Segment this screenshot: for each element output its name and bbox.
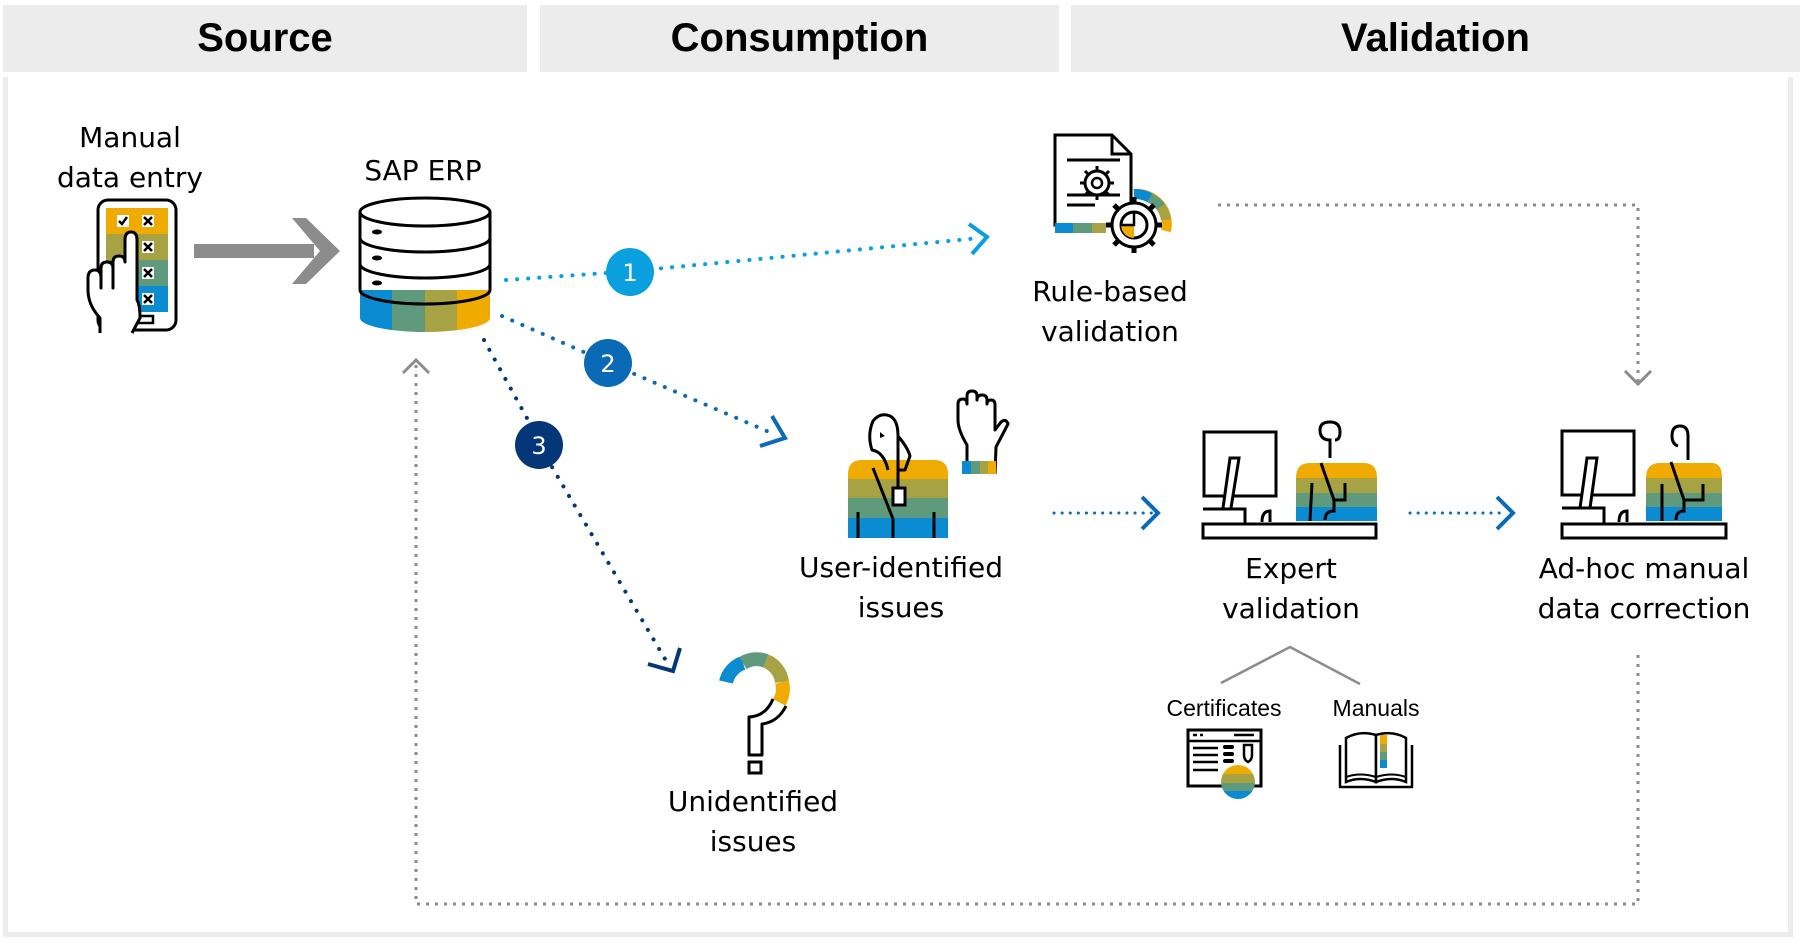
unidentified-label-2: issues: [710, 825, 797, 858]
header-source-label: Source: [197, 16, 333, 60]
adhoc-label-2: data correction: [1538, 592, 1751, 625]
header-source: Source: [3, 5, 527, 72]
chevron-right-icon: [1495, 495, 1516, 531]
chevron-right-icon: [1140, 495, 1161, 531]
person-at-computer-icon: [1560, 424, 1728, 540]
arrow-user-to-expert: [1052, 495, 1161, 531]
node-user-identified: User-identified issues: [799, 389, 1010, 624]
person-at-computer-icon: [1201, 420, 1378, 540]
chevron-down-right-icon: [647, 647, 682, 674]
path-2-badge: [584, 339, 632, 387]
person-raised-hand-icon: [848, 389, 1010, 538]
path-1-number: 1: [622, 259, 637, 287]
node-rule-based: Rule-based validation: [1032, 133, 1188, 348]
arrow-expert-to-adhoc: [1408, 495, 1516, 531]
node-unidentified: Unidentified issues: [668, 652, 838, 858]
header-validation: Validation: [1071, 5, 1800, 72]
rule-based-label-1: Rule-based: [1032, 275, 1188, 308]
node-manuals: Manuals: [1333, 695, 1420, 789]
rule-based-label-2: validation: [1041, 315, 1179, 348]
node-manual-entry: Manual data entry: [57, 121, 203, 334]
database-icon: [358, 196, 492, 332]
node-adhoc: Ad-hoc manual data correction: [1538, 424, 1751, 625]
manuals-label: Manuals: [1333, 695, 1420, 721]
node-certificates: Certificates: [1166, 695, 1282, 799]
chevron-right-icon: [967, 222, 990, 256]
open-book-icon: [1338, 731, 1414, 789]
chevron-down-icon: [1623, 369, 1653, 387]
path-1-badge: [606, 248, 654, 296]
header-consumption-label: Consumption: [670, 16, 929, 60]
node-expert: Expert validation: [1201, 420, 1378, 625]
user-identified-label-2: issues: [858, 591, 945, 624]
path-3-to-unidentified: 3: [482, 338, 682, 674]
chevron-right-icon: [759, 414, 788, 448]
expert-label-2: validation: [1222, 592, 1360, 625]
path-3-badge: [515, 421, 563, 469]
chevron-up-icon: [401, 357, 431, 375]
expert-resources-branch: [1220, 645, 1361, 686]
adhoc-label-1: Ad-hoc manual: [1539, 552, 1750, 585]
user-identified-label-1: User-identified: [799, 551, 1003, 584]
manual-entry-label-1: Manual: [79, 121, 181, 154]
header-consumption: Consumption: [540, 5, 1059, 72]
arrow-manual-to-erp: [194, 218, 340, 284]
certificates-label: Certificates: [1166, 695, 1281, 721]
document-gear-icon: [1053, 133, 1172, 253]
path-1-to-rule-based: 1: [504, 222, 990, 296]
path-2-to-user-identified: 2: [500, 314, 788, 448]
feedback-loop-rule-to-adhoc: [1218, 203, 1653, 387]
header-validation-label: Validation: [1341, 16, 1530, 60]
sap-erp-label: SAP ERP: [364, 154, 481, 187]
question-mark-icon: [719, 652, 790, 775]
expert-label-1: Expert: [1245, 552, 1337, 585]
manual-entry-label-2: data entry: [57, 161, 203, 194]
certificate-window-icon: [1186, 728, 1263, 799]
touch-checklist-icon: [86, 198, 178, 334]
unidentified-label-1: Unidentified: [668, 785, 838, 818]
node-sap-erp: SAP ERP: [358, 154, 492, 332]
path-2-number: 2: [600, 350, 615, 378]
path-3-number: 3: [531, 432, 546, 460]
feedback-loop-adhoc-to-erp: [401, 357, 1640, 906]
